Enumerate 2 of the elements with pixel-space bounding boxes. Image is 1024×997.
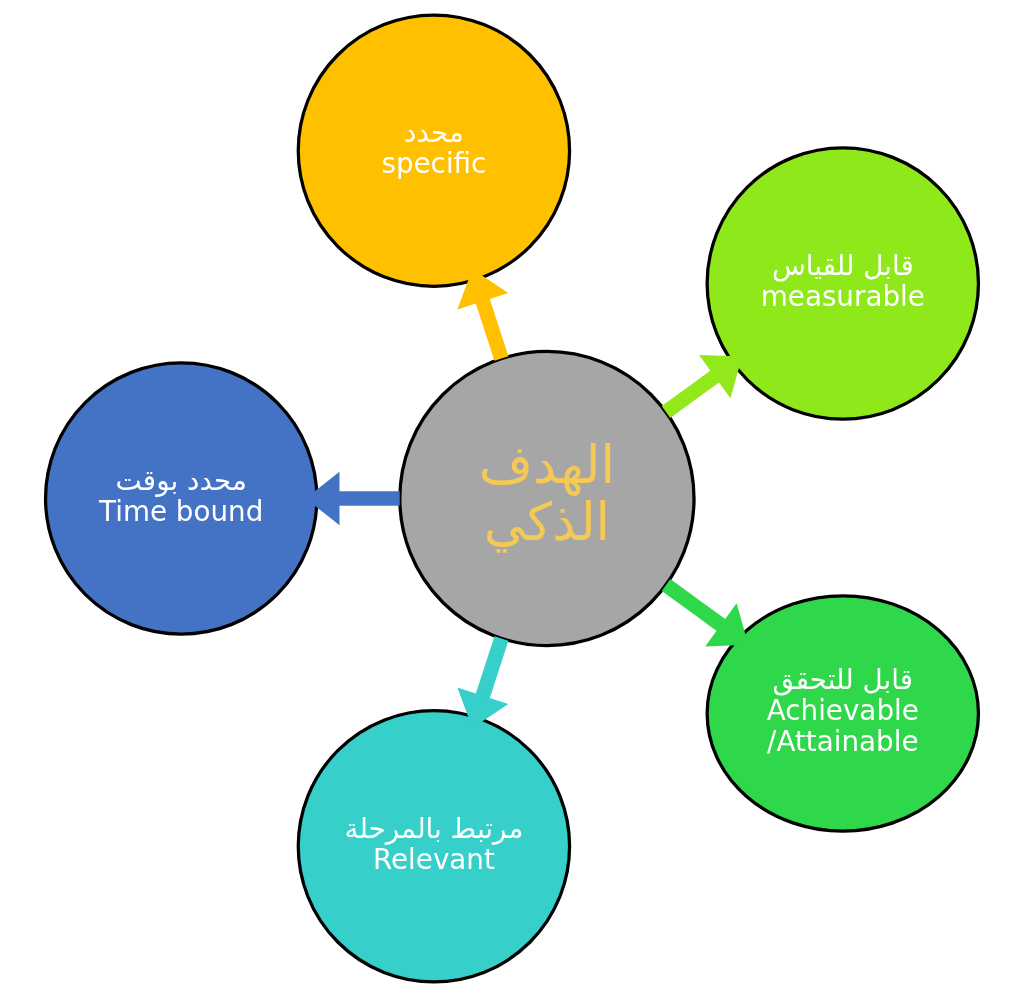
arrow	[661, 579, 749, 647]
node-circle: الهدف الذكي	[398, 349, 696, 648]
